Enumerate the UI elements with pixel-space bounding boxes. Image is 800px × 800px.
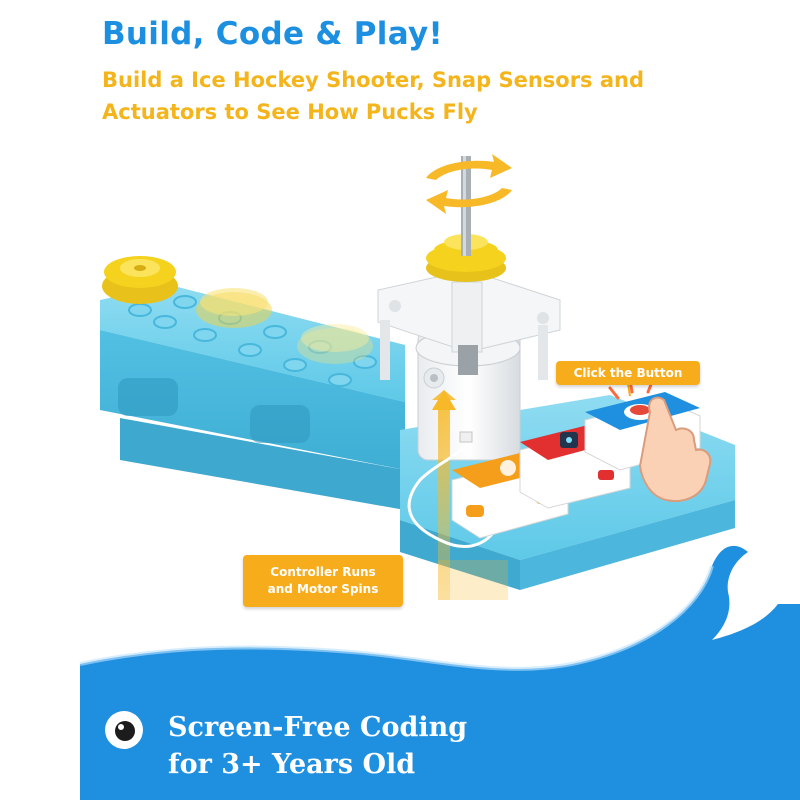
callout-controller-motor: Controller Runs and Motor Spins bbox=[243, 555, 403, 607]
callout-controller-motor-text: Controller Runs and Motor Spins bbox=[267, 565, 379, 596]
up-arrow-icon bbox=[432, 390, 508, 600]
wave-highlight bbox=[79, 565, 714, 671]
wave-background bbox=[80, 545, 800, 800]
hand-pointer-icon bbox=[638, 396, 712, 502]
motor-cable bbox=[407, 437, 502, 548]
callout-click-button: Click the Button bbox=[556, 361, 700, 385]
eye-icon bbox=[105, 711, 143, 749]
callout-click-button-text: Click the Button bbox=[573, 366, 683, 380]
page-subtitle: Build a Ice Hockey Shooter, Snap Sensors… bbox=[102, 68, 645, 124]
page-title: Build, Code & Play! bbox=[102, 16, 443, 52]
rotate-arrows-icon bbox=[426, 154, 512, 214]
callout-pointer bbox=[627, 383, 631, 397]
footer-tagline: Screen-Free Coding for 3+ Years Old bbox=[168, 712, 468, 780]
puck-wheels bbox=[102, 256, 373, 364]
brick-assembly bbox=[100, 285, 405, 510]
